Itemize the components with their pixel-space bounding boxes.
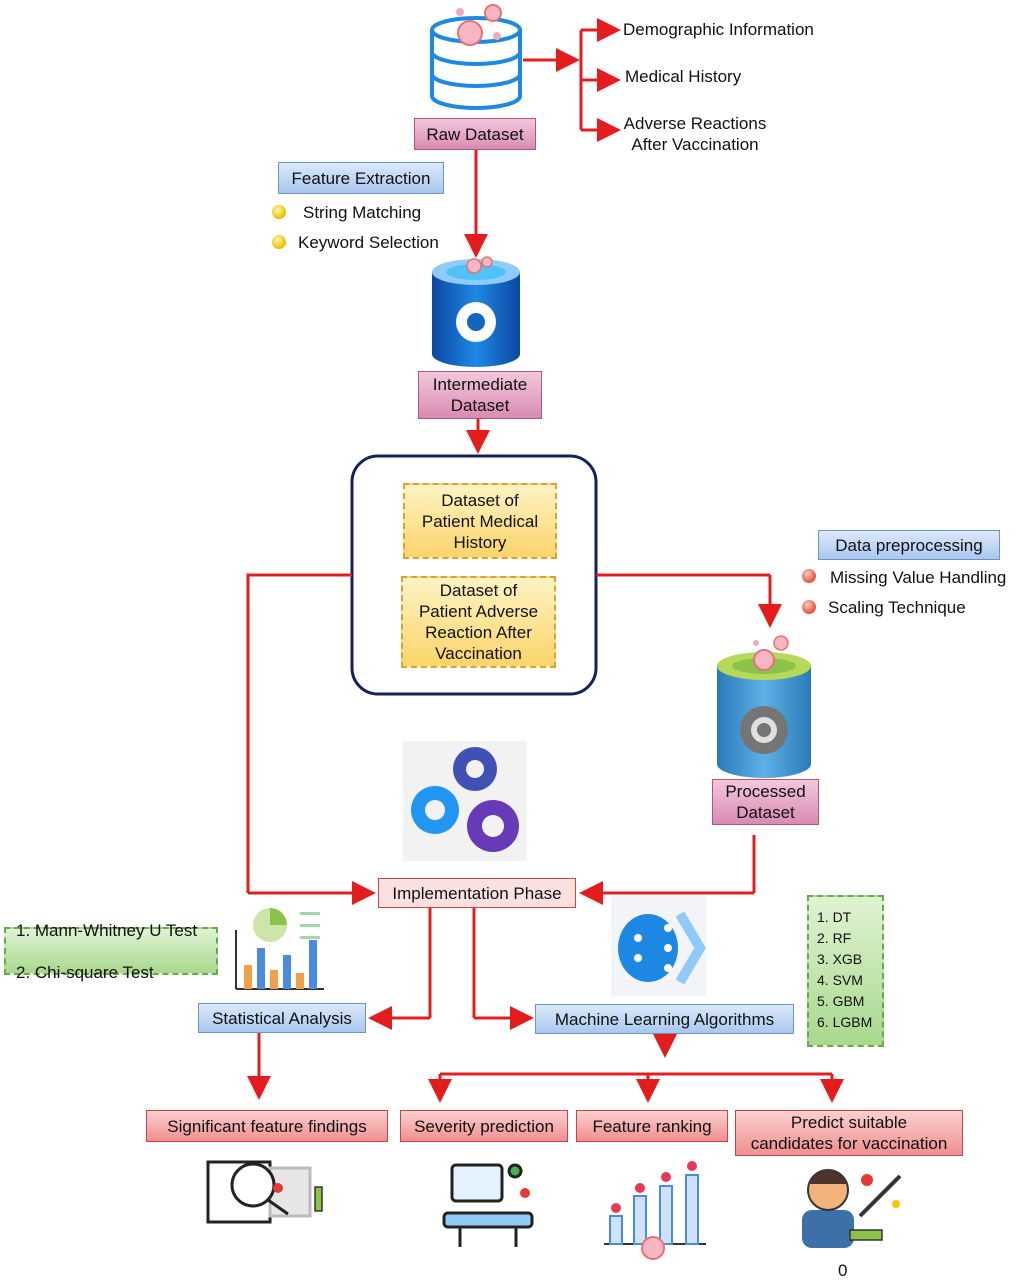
ml-algorithm-list: 1. DT 2. RF 3. XGB 4. SVM 5. GBM 6. LGBM [807, 895, 884, 1047]
statistical-tests-box: 1. Mann-Whitney U Test 2. Chi-square Tes… [4, 921, 218, 982]
dataset-medical-history-box: Dataset of Patient Medical History [403, 483, 557, 559]
dataset-adverse-reaction-box: Dataset of Patient Adverse Reaction Afte… [401, 576, 556, 668]
raw-attribute-medical-history: Medical History [625, 67, 742, 86]
bullet-icon [272, 205, 286, 219]
brain-ai-icon [611, 896, 706, 996]
bullet-icon [802, 600, 816, 614]
feature-extraction-box: Feature Extraction [278, 162, 444, 194]
processed-dataset-box: Processed Dataset [712, 779, 819, 825]
statistical-test-item: 1. Mann-Whitney U Test [16, 920, 198, 940]
stats-chart-icon [235, 908, 324, 990]
ml-algorithm-item: 2. RF [817, 930, 852, 946]
patient-vaccine-icon [802, 1169, 902, 1248]
magnifier-document-icon [206, 1160, 323, 1224]
processed-database-icon [717, 635, 811, 778]
preprocessing-item-scaling: Scaling Technique [828, 598, 966, 617]
statistical-test-item: 2. Chi-square Test [16, 962, 154, 982]
preprocessing-item-missing: Missing Value Handling [830, 568, 1007, 587]
ml-algorithm-item: 6. LGBM [817, 1014, 873, 1030]
output-predict-candidates: Predict suitable candidates for vaccinat… [735, 1110, 963, 1156]
feature-item-keyword-selection: Keyword Selection [298, 233, 439, 252]
ml-algorithm-item: 3. XGB [817, 951, 863, 967]
output-severity-prediction: Severity prediction [400, 1110, 568, 1142]
output-feature-ranking: Feature ranking [576, 1110, 728, 1142]
statistical-analysis-box: Statistical Analysis [198, 1003, 366, 1033]
feature-item-string-matching: String Matching [303, 203, 422, 222]
ml-algorithms-box: Machine Learning Algorithms [535, 1004, 794, 1034]
ranking-bars-icon [604, 1161, 706, 1260]
bullet-icon [802, 569, 816, 583]
footer-value: 0 [838, 1261, 848, 1280]
connector-lines [246, 30, 832, 1076]
raw-attribute-adverse-reactions: Adverse Reactions After Vaccination [623, 114, 767, 154]
bullet-icon [272, 235, 286, 249]
output-significant-features: Significant feature findings [146, 1110, 388, 1142]
intermediate-database-icon [432, 256, 520, 367]
hospital-bed-icon [442, 1163, 534, 1247]
ml-algorithm-item: 4. SVM [817, 972, 863, 988]
raw-attribute-demographic: Demographic Information [623, 20, 814, 39]
implementation-phase-box: Implementation Phase [378, 878, 576, 908]
data-preprocessing-box: Data preprocessing [818, 530, 1000, 560]
ml-algorithm-item: 5. GBM [817, 993, 865, 1009]
ml-algorithm-item: 1. DT [817, 909, 852, 925]
raw-dataset-box: Raw Dataset [414, 118, 536, 150]
intermediate-dataset-box: Intermediate Dataset [418, 371, 542, 419]
virus-icon [456, 4, 502, 46]
gears-icon [403, 741, 527, 861]
arrows [247, 18, 844, 1103]
